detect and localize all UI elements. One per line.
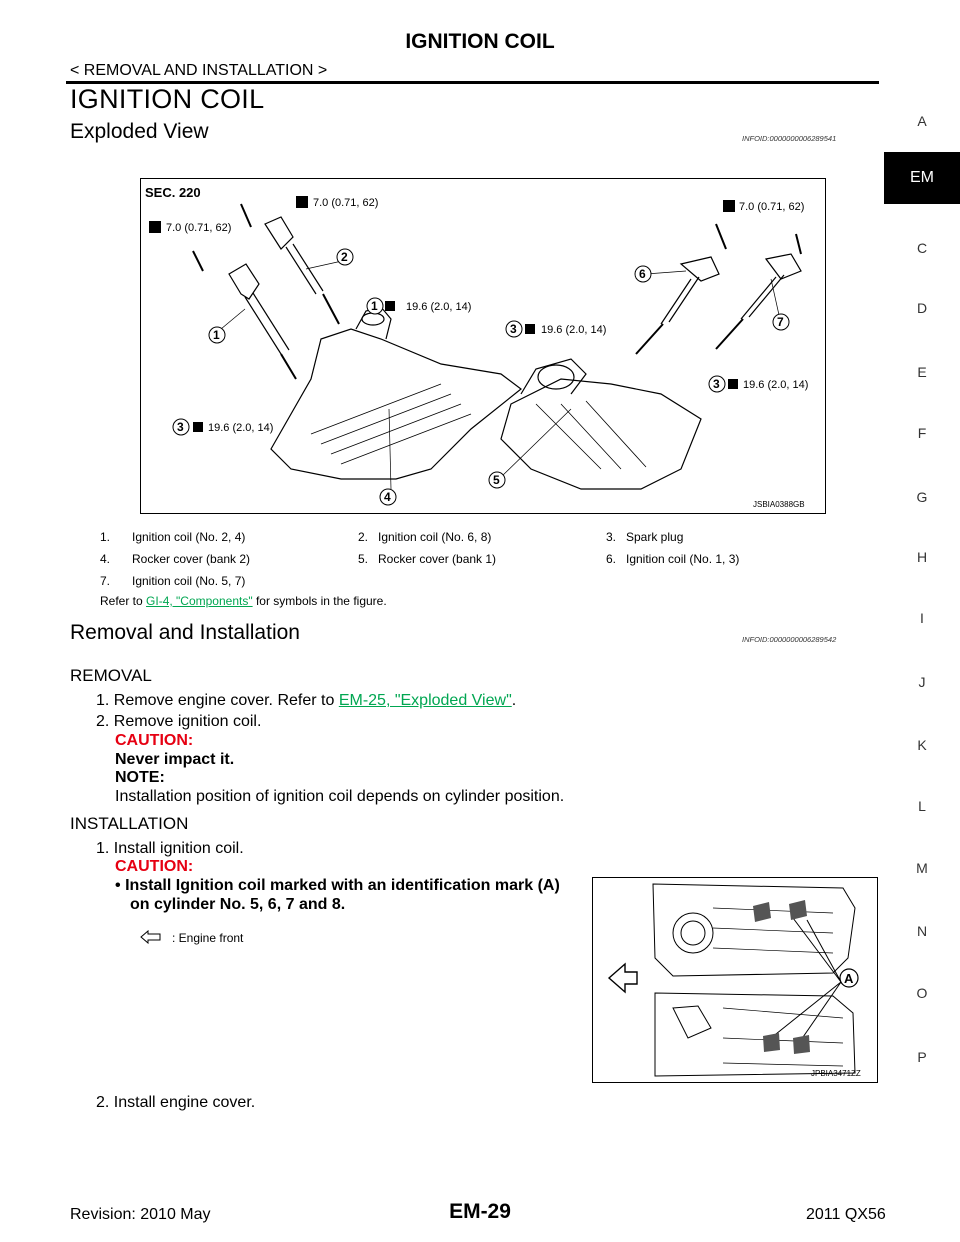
callout-6: 6 [634,265,652,283]
section-index-item[interactable]: M [916,860,928,876]
em-25-exploded-view-link[interactable]: EM-25, "Exploded View" [338,692,512,709]
callout-3: 1 [366,297,384,315]
callout-1: 1 [208,326,226,344]
svg-text:4: 4 [384,490,391,504]
section-index-item[interactable]: G [916,489,928,505]
engine-front-legend: : Engine front [140,929,243,949]
caution-text: Never impact it. [115,751,235,768]
section-index-item[interactable]: J [918,674,926,690]
svg-text:3: 3 [177,420,184,434]
breadcrumb: < REMOVAL AND INSTALLATION > [70,62,328,79]
svg-text:2: 2 [341,250,348,264]
exploded-view-figure: SEC. 220 7.0 (0.71, 62) 7.0 (0.71, 62) 7… [140,178,826,514]
header-divider [66,81,879,84]
removal-heading: REMOVAL [70,666,152,685]
svg-text:1: 1 [371,299,378,313]
callout-3c: 3 [708,375,726,393]
torque-label: 7.0 (0.71, 62) [739,201,804,213]
torque-label: 19.6 (2.0, 14) [406,301,471,313]
section-index-item[interactable]: C [916,240,928,256]
svg-text:1: 1 [213,328,220,342]
exploded-view-diagram: SEC. 220 7.0 (0.71, 62) 7.0 (0.71, 62) 7… [145,185,808,509]
torque-label: 7.0 (0.71, 62) [313,197,378,209]
rocker-cover-bank1-outline [500,378,702,490]
page-title: IGNITION COIL [70,84,265,114]
install-caution-bullet: • Install Ignition coil marked with an i… [115,877,560,894]
page-header-title: IGNITION COIL [405,30,555,53]
svg-text:3: 3 [510,322,517,336]
id-mark-diagram: A JPBIA3471ZZ [607,883,861,1078]
removal-installation-heading: Removal and Installation [70,621,300,644]
svg-text:5: 5 [493,473,500,487]
torque-label: 19.6 (2.0, 14) [541,324,606,336]
callout-2: 2 [336,248,354,266]
svg-text:A: A [844,971,854,986]
install-caution-bullet-cont: on cylinder No. 5, 6, 7 and 8. [130,896,346,913]
removal-step-2: 2. Remove ignition coil. [96,713,262,730]
id-mark-figure: A JPBIA3471ZZ [592,877,878,1083]
rocker-cover-bank2-outline [270,328,522,480]
section-index-item[interactable]: A [917,113,927,129]
section-index-item[interactable]: N [916,923,928,939]
section-index-item[interactable]: F [917,425,927,441]
callout-3d: 3 [172,418,190,436]
section-index-item[interactable]: H [916,549,928,565]
callout-3b: 3 [505,320,523,338]
callout-5: 5 [488,471,506,489]
installation-step-1: 1. Install ignition coil. [96,840,244,857]
note-text: Installation position of ignition coil d… [115,788,565,805]
removal-step-1: 1. Remove engine cover. Refer to EM-25, … [96,692,517,709]
page-number: EM-29 [449,1200,511,1223]
identification-mark-a: A [839,968,859,988]
install-caution-label: CAUTION: [115,858,194,875]
footer-model: 2011 QX56 [806,1206,886,1223]
section-index-item[interactable]: I [920,610,924,626]
installation-step-2: 2. Install engine cover. [96,1094,256,1111]
figure-sec-label: SEC. 220 [145,185,201,200]
section-index-item[interactable]: P [917,1049,927,1065]
section-index-item[interactable]: D [916,300,928,316]
installation-heading: INSTALLATION [70,814,189,833]
torque-label: 7.0 (0.71, 62) [166,222,231,234]
svg-text:7: 7 [777,315,784,329]
svg-text:6: 6 [639,267,646,281]
callout-7: 7 [772,313,790,331]
exploded-view-infoid: INFOID:0000000006289541 [742,134,837,143]
id-figure-code: JPBIA3471ZZ [811,1069,861,1078]
exploded-view-heading: Exploded View [70,120,209,143]
callout-4: 4 [379,488,397,506]
figure-refer-note: Refer to GI-4, "Components" for symbols … [100,594,387,608]
removal-installation-infoid: INFOID:0000000006289542 [742,635,837,644]
torque-label: 19.6 (2.0, 14) [743,379,808,391]
svg-text:3: 3 [713,377,720,391]
section-index-active[interactable]: EM [884,152,960,204]
section-index-item[interactable]: L [918,798,926,814]
note-label: NOTE: [115,769,165,786]
section-index-item[interactable]: O [916,985,928,1001]
figure-code: JSBIA0388GB [753,500,805,509]
section-index-item[interactable]: E [917,364,927,380]
footer-revision: Revision: 2010 May [70,1206,211,1223]
caution-label: CAUTION: [115,732,194,749]
engine-front-arrow-icon [140,929,161,945]
gi-4-components-link[interactable]: GI-4, "Components" [146,594,253,608]
torque-label: 19.6 (2.0, 14) [208,422,273,434]
section-index-item[interactable]: K [917,737,927,753]
